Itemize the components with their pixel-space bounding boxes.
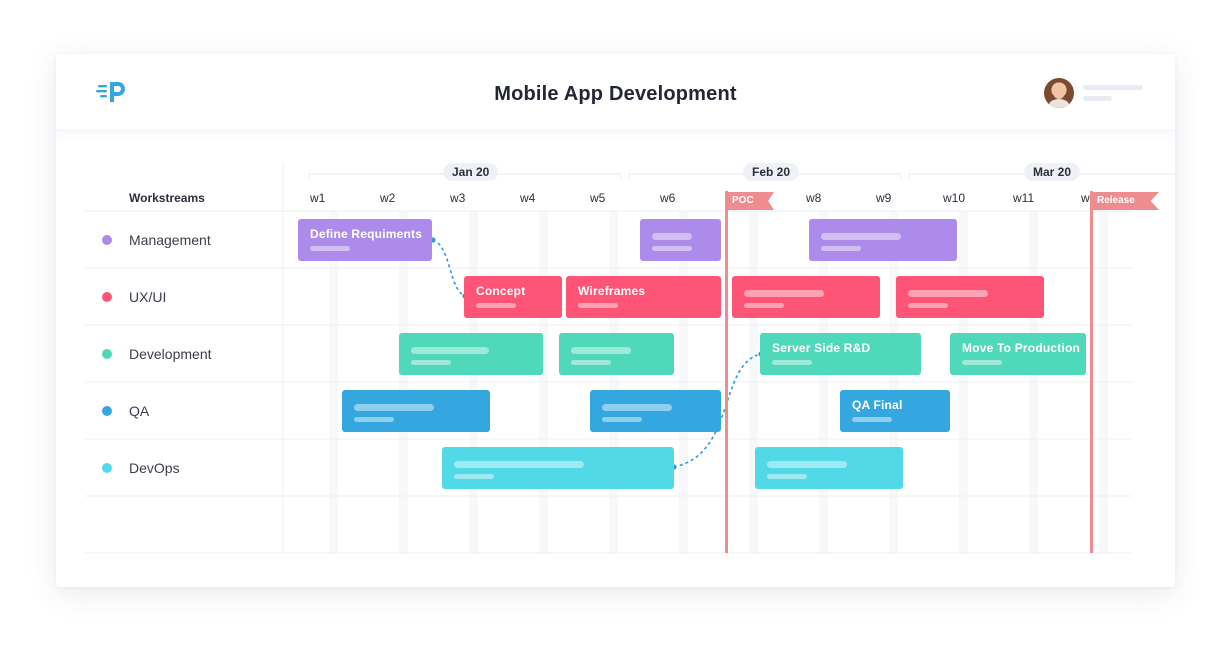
task-bar[interactable] xyxy=(755,447,903,489)
task-bar[interactable] xyxy=(896,276,1044,318)
week-label: w10 xyxy=(943,191,966,205)
task-label: Server Side R&D xyxy=(772,341,871,355)
week-label: w4 xyxy=(520,191,536,205)
task-bar[interactable] xyxy=(590,390,721,432)
week-label: w1 xyxy=(310,191,326,205)
user-avatar[interactable] xyxy=(1044,78,1074,108)
task-bar[interactable]: Move To Production xyxy=(950,333,1086,375)
task-subtitle-placeholder xyxy=(354,417,394,422)
week-label: w9 xyxy=(876,191,892,205)
workstream-label: DevOps xyxy=(129,460,180,476)
week-label: w11 xyxy=(1013,191,1035,205)
week-label: w2 xyxy=(380,191,396,205)
task-title-placeholder xyxy=(908,290,988,297)
avatar-body xyxy=(1049,99,1069,108)
task-label: Wireframes xyxy=(578,284,646,298)
task-subtitle-placeholder xyxy=(411,360,451,365)
timeline-grid xyxy=(85,163,1175,554)
task-title-placeholder xyxy=(821,233,901,240)
month-label: Jan 20 xyxy=(443,163,499,181)
task-bar[interactable] xyxy=(342,390,490,432)
week-label: w8 xyxy=(806,191,822,205)
app-logo-icon[interactable] xyxy=(96,78,128,104)
month-label: Feb 20 xyxy=(743,163,800,181)
task-subtitle-placeholder xyxy=(652,246,692,251)
task-title-placeholder xyxy=(454,461,584,468)
user-name-placeholder xyxy=(1083,85,1143,90)
task-label: Move To Production xyxy=(962,341,1081,355)
task-subtitle-placeholder xyxy=(476,303,516,308)
task-label: QA Final xyxy=(852,398,903,412)
user-role-placeholder xyxy=(1083,96,1112,101)
task-bar[interactable] xyxy=(732,276,880,318)
task-subtitle-placeholder xyxy=(908,303,948,308)
task-bar[interactable]: Define Requiments xyxy=(298,219,432,261)
task-title-placeholder xyxy=(354,404,434,411)
workstream-label: UX/UI xyxy=(129,289,167,305)
gantt-card: Mobile App Development Jan 20 Feb 20 Mar 2… xyxy=(56,54,1175,587)
workstream-label: Development xyxy=(129,346,212,362)
workstream-color-dot xyxy=(102,406,112,416)
app-header: Mobile App Development xyxy=(56,54,1175,131)
task-title-placeholder xyxy=(602,404,672,411)
task-title-placeholder xyxy=(652,233,692,240)
task-subtitle-placeholder xyxy=(454,474,494,479)
task-bar[interactable]: Wireframes xyxy=(566,276,721,318)
task-subtitle-placeholder xyxy=(571,360,611,365)
task-subtitle-placeholder xyxy=(772,360,812,365)
poc-milestone-line xyxy=(725,191,728,553)
task-subtitle-placeholder xyxy=(744,303,784,308)
avatar-face xyxy=(1053,85,1065,99)
page-title: Mobile App Development xyxy=(494,83,737,105)
task-bar[interactable]: Concept xyxy=(464,276,562,318)
workstream-color-dot xyxy=(102,235,112,245)
task-title-placeholder xyxy=(767,461,847,468)
week-label: w5 xyxy=(590,191,606,205)
task-bar[interactable] xyxy=(809,219,957,261)
task-title-placeholder xyxy=(571,347,631,354)
task-subtitle-placeholder xyxy=(821,246,861,251)
poc-milestone-flag[interactable]: POC xyxy=(725,192,774,210)
task-subtitle-placeholder xyxy=(602,417,642,422)
workstream-color-dot xyxy=(102,463,112,473)
task-label: Concept xyxy=(476,284,526,298)
workstream-label: QA xyxy=(129,403,150,419)
week-label: w3 xyxy=(450,191,466,205)
task-label: Define Requiments xyxy=(310,227,423,241)
release-milestone-line xyxy=(1090,191,1093,553)
workstreams-header: Workstreams xyxy=(129,191,205,205)
task-subtitle-placeholder xyxy=(578,303,618,308)
task-subtitle-placeholder xyxy=(852,417,892,422)
task-bar[interactable] xyxy=(640,219,721,261)
task-title-placeholder xyxy=(744,290,824,297)
task-title-placeholder xyxy=(411,347,489,354)
task-bar[interactable] xyxy=(399,333,543,375)
task-subtitle-placeholder xyxy=(310,246,350,251)
task-bar[interactable] xyxy=(442,447,674,489)
week-label: w6 xyxy=(660,191,676,205)
month-label: Mar 20 xyxy=(1024,163,1081,181)
task-subtitle-placeholder xyxy=(962,360,1002,365)
workstream-label: Management xyxy=(129,232,211,248)
task-bar[interactable] xyxy=(559,333,674,375)
workstream-color-dot xyxy=(102,292,112,302)
release-milestone-flag[interactable]: Release xyxy=(1090,192,1159,210)
task-subtitle-placeholder xyxy=(767,474,807,479)
task-bar[interactable]: QA Final xyxy=(840,390,950,432)
task-bar[interactable]: Server Side R&D xyxy=(760,333,921,375)
workstream-color-dot xyxy=(102,349,112,359)
